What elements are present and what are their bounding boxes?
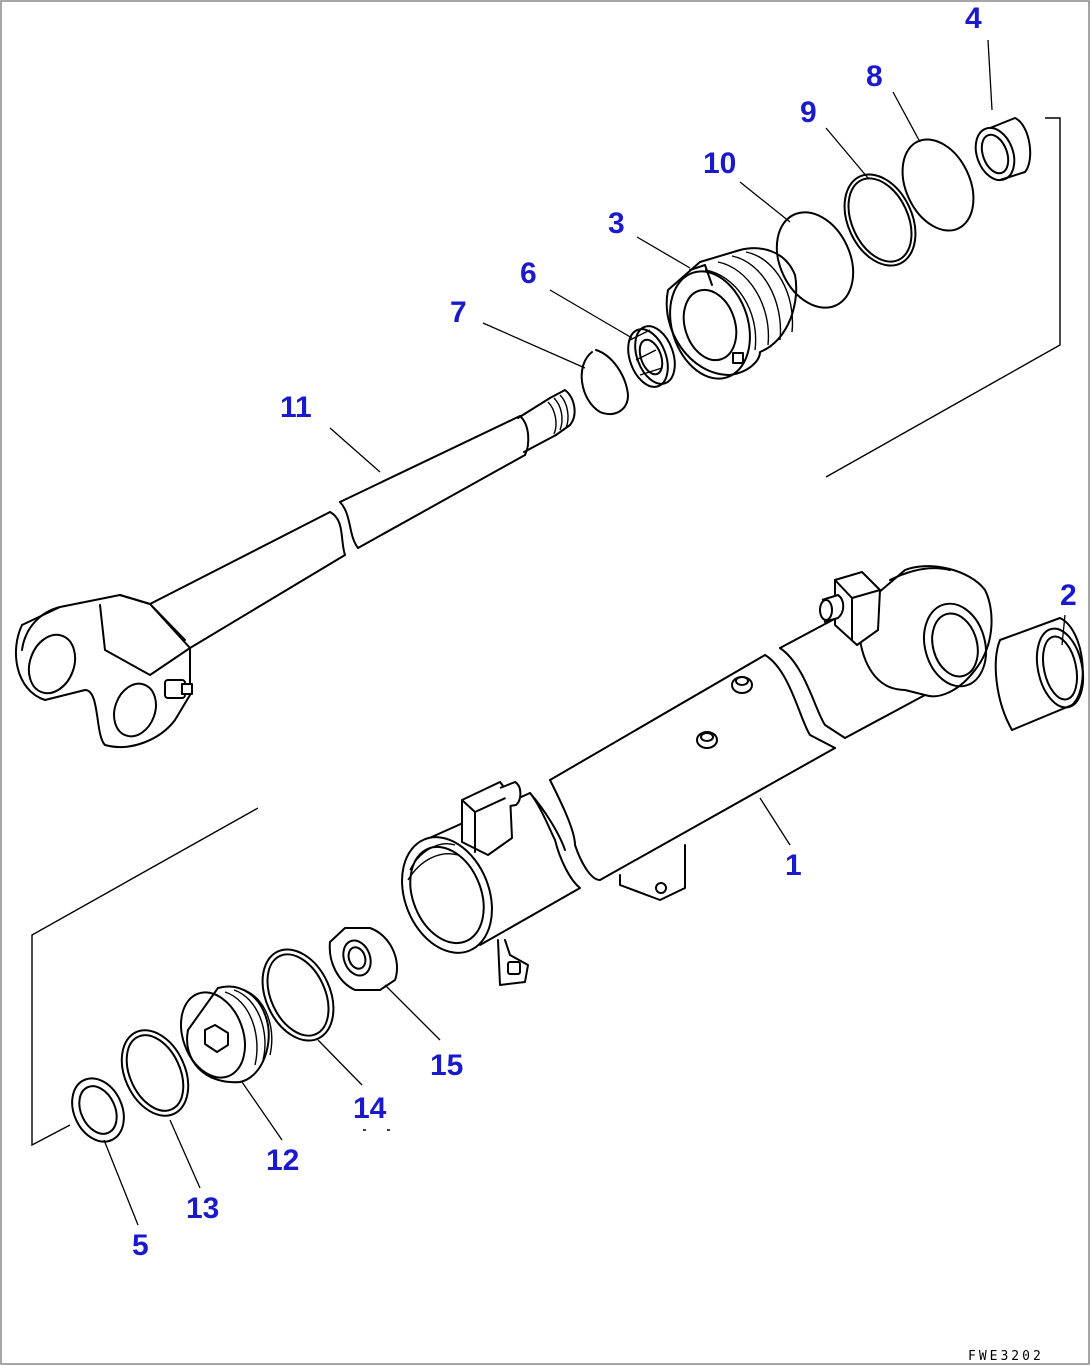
wear-ring-14 xyxy=(261,948,335,1042)
drawing-code: FWE3202 xyxy=(968,1349,1044,1364)
piston-seal-13 xyxy=(120,1029,190,1117)
leader-lines xyxy=(103,39,1066,1226)
cylinder-head xyxy=(665,247,798,380)
bushing-2 xyxy=(994,617,1085,731)
lower-group-bracket xyxy=(31,807,259,1147)
oring-8 xyxy=(901,138,975,232)
oring-10 xyxy=(775,211,855,309)
callout-9: 9 xyxy=(800,96,817,129)
callout-3: 3 xyxy=(608,207,625,240)
dust-seal-5 xyxy=(71,1077,125,1143)
bushing-4 xyxy=(974,117,1032,182)
callout-13: 13 xyxy=(186,1192,219,1225)
piston-12 xyxy=(180,985,273,1084)
callout-8: 8 xyxy=(866,60,883,93)
backup-ring-9 xyxy=(843,173,917,267)
callout-1: 1 xyxy=(785,849,802,882)
cylinder-tube xyxy=(401,565,993,986)
callout-15: 15 xyxy=(430,1049,463,1082)
callout-4: 4 xyxy=(965,2,982,35)
callout-12: 12 xyxy=(266,1144,299,1177)
upper-group-bracket xyxy=(825,117,1061,478)
callout-6: 6 xyxy=(520,257,537,290)
piston-nut xyxy=(627,325,676,388)
callout-14: 14 xyxy=(353,1092,387,1125)
piston-rod xyxy=(15,389,576,749)
snap-ring xyxy=(580,349,629,415)
callouts: 1 2 3 4 5 6 7 8 9 10 11 12 13 14 15 xyxy=(132,2,1077,1262)
callout-7: 7 xyxy=(450,296,467,329)
piston-nut-15 xyxy=(328,927,398,991)
callout-10: 10 xyxy=(703,147,736,180)
callout-5: 5 xyxy=(132,1229,149,1262)
callout-2: 2 xyxy=(1060,579,1077,612)
callout-11: 11 xyxy=(280,391,312,424)
